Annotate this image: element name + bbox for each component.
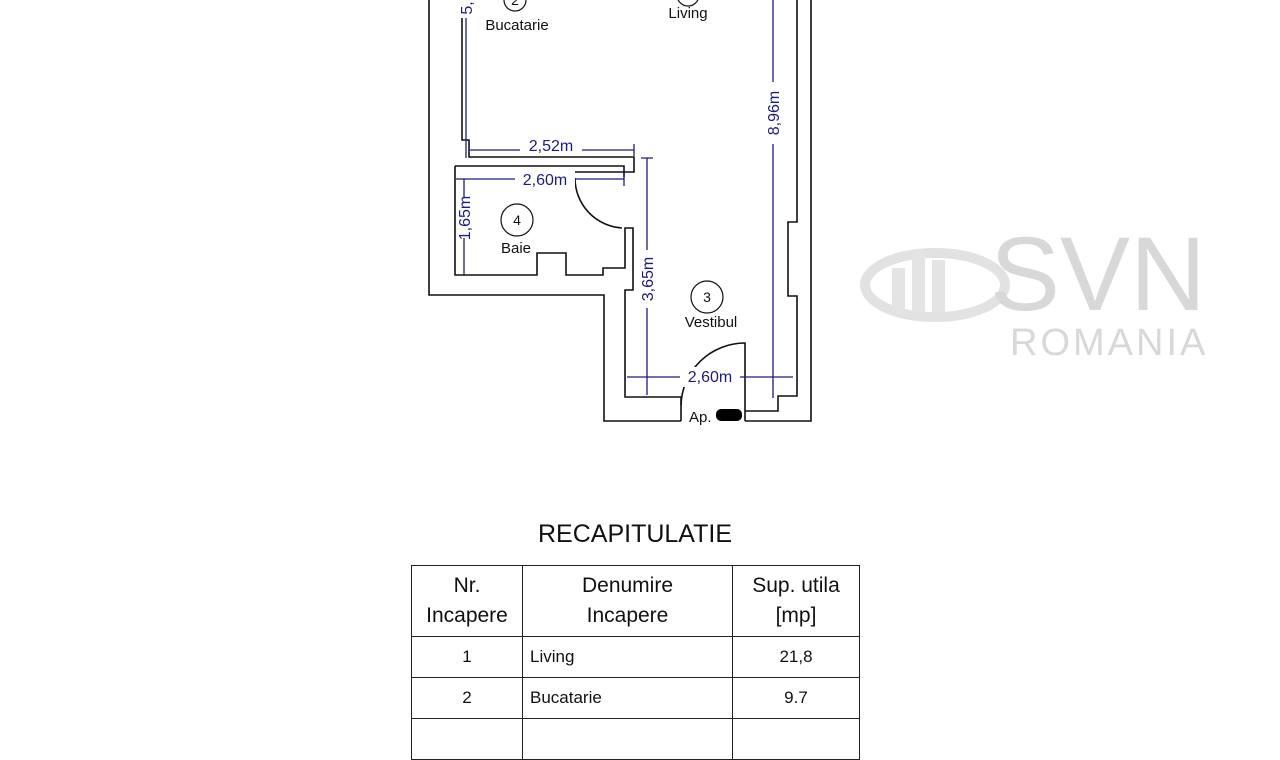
room-number: 4 — [513, 212, 521, 228]
header-nr: Nr. — [453, 574, 481, 597]
dim-kitchen-width: 2,52m — [529, 138, 573, 155]
dim-kitchen-partial: 5, — [459, 1, 476, 14]
cell-area: 9.7 — [732, 677, 860, 719]
room-living: Living — [668, 0, 708, 22]
room-bucatarie: 2 Bucatarie — [485, 0, 549, 34]
room-number: 2 — [511, 0, 519, 8]
room-baie: 4 Baie — [500, 203, 534, 257]
room-name: Bucatarie — [485, 17, 548, 34]
table-row: 1 Living 21,8 — [411, 636, 860, 678]
redaction-mark — [716, 409, 742, 421]
watermark: SVN ROMANIA — [860, 216, 1208, 364]
summary-title: RECAPITULATIE — [537, 520, 733, 548]
walls — [428, 0, 812, 422]
cell-nr: 1 — [411, 636, 523, 678]
table-row-empty — [411, 718, 860, 760]
header-area: Sup. utila — [752, 574, 840, 597]
dim-bath-width: 2,60m — [523, 172, 567, 189]
table-row: 2 Bucatarie 9.7 — [411, 677, 860, 719]
cell-area: 21,8 — [732, 636, 860, 678]
room-number: 3 — [703, 289, 711, 305]
cell-name: Bucatarie — [522, 677, 733, 719]
header-nr-sub: Incapere — [426, 604, 508, 627]
watermark-sub: ROMANIA — [1010, 322, 1208, 364]
dim-bath-height: 1,65m — [457, 196, 474, 240]
header-name-sub: Incapere — [586, 604, 669, 627]
cell-nr: 2 — [411, 677, 523, 719]
room-name: Baie — [501, 240, 531, 257]
room-name: Living — [668, 5, 707, 22]
cell-name: Living — [522, 636, 733, 678]
header-name: Denumire — [581, 574, 674, 597]
entrance-label: Ap. — [689, 409, 712, 426]
watermark-brand: SVN — [990, 216, 1206, 333]
dim-vestibule-height: 3,65m — [640, 257, 657, 301]
dim-vestibule-width: 2,60m — [688, 369, 732, 386]
header-area-unit: [mp] — [775, 604, 817, 627]
floor-plan: SVN ROMANIA 2,52m 2,60m 1,65m 5, 3,65m 2… — [428, 0, 1208, 426]
room-name: Vestibul — [685, 314, 738, 331]
dim-living-length: 8,96m — [766, 91, 783, 135]
room-vestibul: 3 Vestibul — [685, 280, 738, 331]
